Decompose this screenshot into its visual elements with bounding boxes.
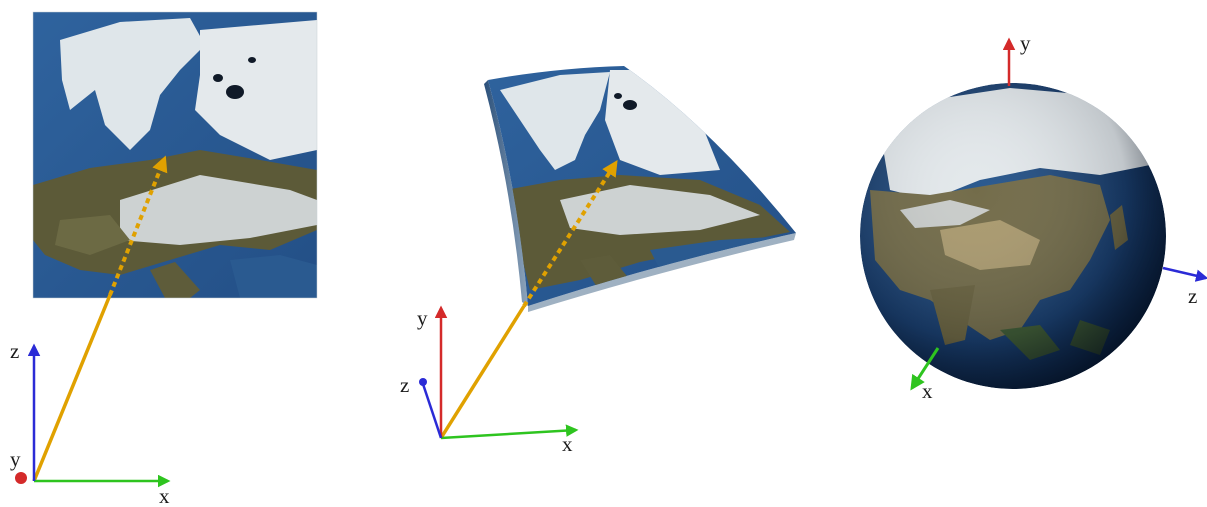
curved-y-label: y [417,306,428,330]
curved-x-axis [440,424,579,440]
globe-panel: y z x [860,31,1207,403]
flat-map-image [33,12,317,298]
flat-map-panel: x z y [10,11,318,507]
flat-vector-solid [32,294,112,482]
curved-z-axis-dot [419,378,427,386]
flat-y-label: y [10,447,21,471]
curved-x-label: x [562,432,573,456]
curved-vector-dotted [522,159,618,308]
curved-z-axis [421,383,443,439]
globe-image [860,83,1166,389]
globe-x-label: x [922,379,933,403]
globe-z-label: z [1188,284,1197,308]
flat-y-axis-dot [15,472,27,484]
flat-z-label: z [10,339,19,363]
globe-z-axis [1162,266,1207,282]
curved-z-label: z [400,373,409,397]
curved-map-side [484,80,528,306]
globe-x-axis [910,347,940,391]
flat-x-label: x [159,484,170,507]
curved-vector-solid [439,305,526,439]
curved-map-panel: x y z [400,66,796,456]
curved-map-image [488,66,796,306]
globe-y-label: y [1020,31,1031,55]
flat-vector-dotted [108,155,168,296]
